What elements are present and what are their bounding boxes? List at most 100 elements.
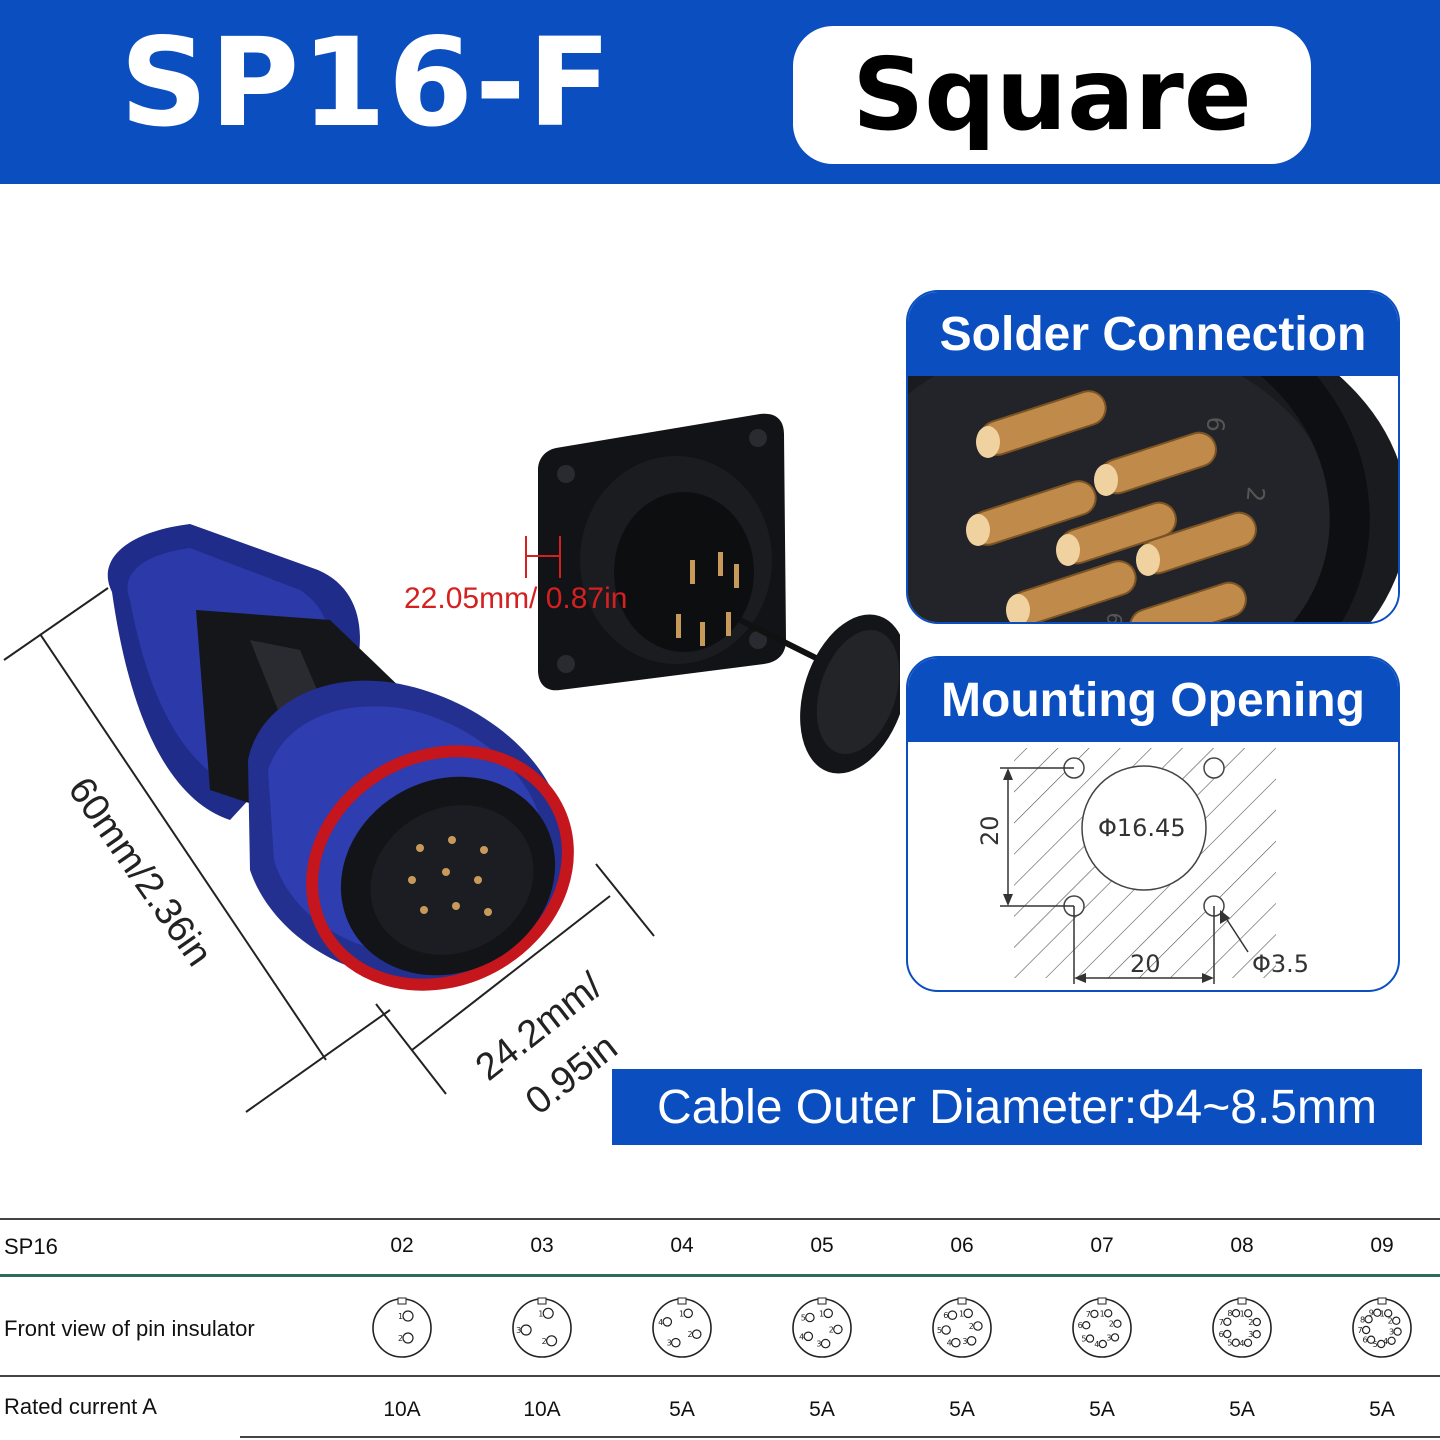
cable-diameter-banner: Cable Outer Diameter:Φ4~8.5mm <box>612 1069 1422 1145</box>
pin-number: 1 <box>679 1309 684 1318</box>
pin-hole <box>1244 1309 1253 1318</box>
pin-number: 6 <box>1363 1336 1368 1345</box>
spec-code-5: 07 <box>1090 1234 1114 1257</box>
spec-current-2: 5A <box>669 1398 695 1421</box>
pin-hole <box>1392 1316 1401 1325</box>
spec-current-7: 5A <box>1369 1398 1395 1421</box>
pin-hole <box>1252 1317 1262 1327</box>
pin-number: 2 <box>1388 1317 1393 1326</box>
pin-number: 7 <box>1358 1326 1363 1335</box>
pin-number: 7 <box>1219 1318 1224 1327</box>
pin-hole <box>1393 1327 1402 1336</box>
pin-number: 2 <box>688 1330 693 1339</box>
mount-height-label: 20 <box>976 815 1004 846</box>
product-illustration <box>3 413 900 1113</box>
pin-number: 3 <box>962 1337 967 1346</box>
pin-number: 5 <box>1227 1339 1232 1348</box>
table-bottom-rule <box>240 1436 1440 1438</box>
pin-hole <box>950 1337 961 1348</box>
plug-connector-image <box>107 524 574 991</box>
insulator-key <box>1097 1297 1107 1305</box>
pin-hole <box>966 1335 977 1346</box>
pin-hole <box>1113 1319 1122 1328</box>
pin-number: 3 <box>516 1326 521 1335</box>
pin-hole <box>803 1331 814 1342</box>
pin-hole <box>402 1332 414 1344</box>
pin-hole <box>1085 1334 1095 1343</box>
insulator-key <box>1237 1297 1247 1305</box>
pin-number: 4 <box>658 1318 663 1327</box>
pin-hole <box>941 1325 951 1335</box>
pin-hole <box>1252 1330 1261 1339</box>
pin-number: 4 <box>799 1332 804 1341</box>
pin-number: 8 <box>1360 1315 1365 1324</box>
pin-number: 8 <box>1227 1309 1232 1318</box>
mounting-opening-diagram: Φ16.45 20 20 Φ3.5 <box>976 748 1309 984</box>
pin-hole <box>947 1310 958 1321</box>
pin-number: 1 <box>1100 1309 1105 1318</box>
pin-hole <box>670 1337 681 1348</box>
pin-number: 2 <box>542 1337 547 1346</box>
pin-number: 6 <box>1078 1321 1083 1330</box>
pin-number: 3 <box>1389 1328 1394 1337</box>
dimension-lines <box>3 587 655 1113</box>
solder-connection-title: Solder Connection <box>908 292 1398 376</box>
spec-current-0: 10A <box>383 1398 421 1421</box>
solder-pin-number-6: 6 <box>1201 415 1230 433</box>
pin-number: 1 <box>538 1309 543 1318</box>
pin-hole <box>820 1338 831 1349</box>
spec-current-3: 5A <box>809 1398 835 1421</box>
pin-hole <box>1364 1315 1373 1324</box>
pin-hole <box>963 1308 973 1319</box>
pin-hole <box>662 1316 673 1327</box>
pin-number: 4 <box>1094 1340 1099 1349</box>
shape-badge: Square <box>793 26 1311 164</box>
pin-hole <box>1243 1338 1253 1348</box>
mount-hole-diameter: Φ3.5 <box>1252 950 1309 978</box>
pin-number: 6 <box>943 1311 948 1320</box>
pin-number: 3 <box>816 1340 821 1349</box>
pin-hole <box>545 1335 558 1347</box>
pin-number: 4 <box>947 1339 952 1348</box>
pin-hole <box>1082 1321 1091 1330</box>
spec-current-4: 5A <box>949 1398 975 1421</box>
spec-code-1: 03 <box>530 1234 554 1257</box>
insulator-key <box>397 1297 407 1305</box>
pin-number: 2 <box>1248 1318 1253 1327</box>
table-header-rule <box>0 1274 1440 1277</box>
insulator-key <box>537 1297 547 1305</box>
pin-number: 4 <box>1383 1337 1388 1346</box>
pin-hole <box>1373 1308 1382 1317</box>
spec-current-6: 5A <box>1229 1398 1255 1421</box>
pin-hole <box>1098 1339 1107 1349</box>
solder-connection-panel: Solder Connection 6 2 6 <box>906 290 1400 624</box>
insulator-key <box>677 1297 687 1305</box>
pin-hole <box>1110 1333 1120 1342</box>
insulator-key <box>817 1297 827 1305</box>
insulator-key <box>957 1297 967 1305</box>
pin-hole <box>402 1310 414 1322</box>
panel-size-dimension: 22.05mm/ 0.87in <box>404 582 628 615</box>
pin-number: 5 <box>801 1314 806 1323</box>
pin-number: 9 <box>1369 1309 1374 1318</box>
pin-number: 1 <box>819 1309 824 1318</box>
pin-hole <box>1090 1309 1099 1319</box>
spec-table: SP16 Front view of pin insulator Rated c… <box>0 1218 1440 1440</box>
pin-hole <box>833 1324 843 1335</box>
solder-pin-number-2: 2 <box>1241 485 1270 503</box>
spec-code-0: 02 <box>390 1234 414 1257</box>
insulator-key <box>1377 1297 1387 1305</box>
spec-current-5: 5A <box>1089 1398 1115 1421</box>
model-title: SP16-F <box>120 12 614 154</box>
pin-hole <box>1223 1317 1232 1326</box>
pin-hole <box>520 1324 532 1336</box>
pin-number: 1 <box>1240 1309 1245 1318</box>
mount-center-diameter: Φ16.45 <box>1098 814 1186 842</box>
pin-hole <box>1231 1309 1241 1318</box>
rated-current-label: Rated current A <box>4 1394 157 1419</box>
pin-number: 1 <box>959 1309 964 1318</box>
